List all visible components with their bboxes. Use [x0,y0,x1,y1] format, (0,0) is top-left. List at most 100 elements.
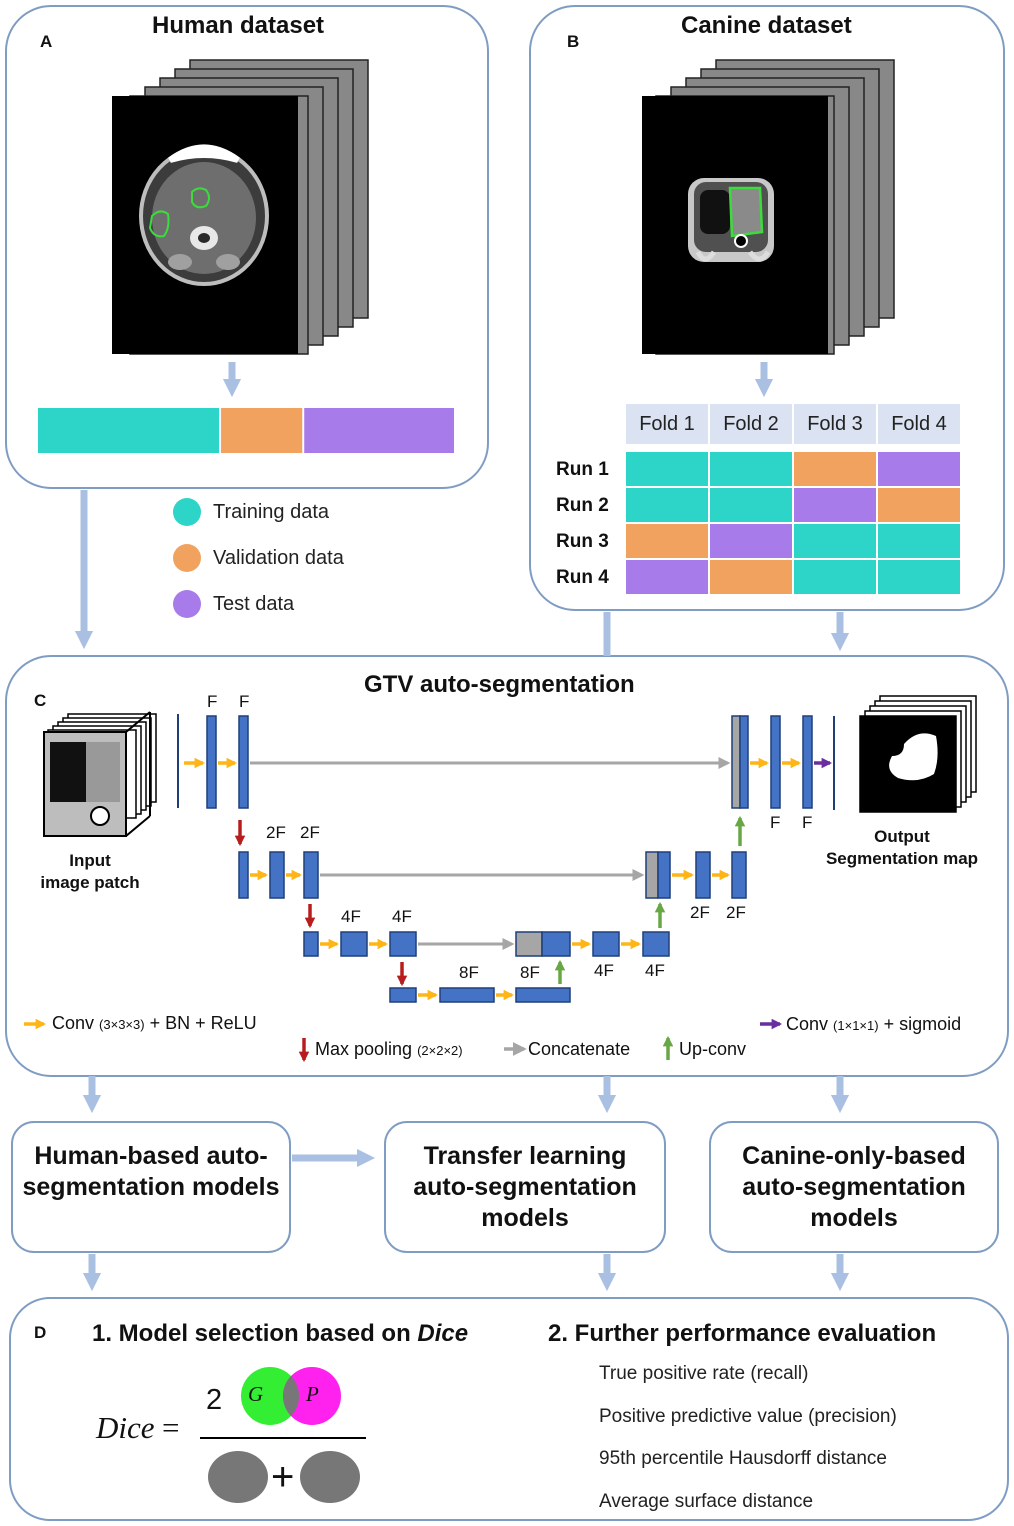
transfer-model-label: Transfer learning auto-segmentation mode… [413,1142,637,1232]
input-image-cube [43,711,157,837]
feat-label-enc1b: F [239,692,250,711]
legend-swatch-test [173,590,201,618]
enc2-block-a [238,851,249,899]
dec2-block-b [695,851,711,899]
fold-header-3: Fold 3 [807,413,863,435]
key-conv-text: Conv (3×3×3) + BN + ReLU [52,1013,257,1033]
human-ct-slice [139,144,269,286]
canine-model-box [709,1121,999,1253]
dec2-block-a-concat-part [645,851,659,899]
fold-header-2: Fold 2 [723,413,779,435]
panel-d-title-2: 2. Further performance evaluation [548,1320,937,1347]
run2-fold2-cell [710,488,792,522]
panel-c-title: GTV auto-segmentation [364,671,635,698]
panel-d-title-1: 1. Model selection based on Dice [92,1320,469,1347]
metric-precision: Positive predictive value (precision) [599,1406,897,1427]
panel-b-frame [529,5,1005,611]
feat-label-enc3a: 4F [341,907,361,926]
legend-swatch-validation [173,544,201,572]
canine-ct-slice [688,178,774,262]
run3-fold3-cell [794,524,876,558]
denominator-ellipse-right [300,1451,360,1503]
feat-label-enc2a: 2F [266,823,286,842]
dec2-block-a [657,851,671,899]
dec1-block-b [770,715,781,809]
fold-header-cell-1 [626,404,708,444]
enc2-block-b [269,851,285,899]
enc1-block-a [206,715,217,809]
run-label-1: Run 1 [556,459,609,480]
dec3-block-a [541,931,571,957]
metric-hausdorff: 95th percentile Hausdorff distance [599,1448,887,1469]
panel-a-frame [5,5,489,489]
enc2-block-c [303,851,319,899]
bottom-block-c [515,987,571,1003]
fold-header-cell-4 [878,404,960,444]
legend-label-training: Training data [213,501,329,523]
run4-fold3-cell [794,560,876,594]
human-model-box [11,1121,291,1253]
dice-plus: + [271,1455,295,1499]
dice-coefficient-two: 2 [206,1384,223,1416]
dec3-block-c [642,931,670,957]
split-segment-3 [304,408,454,453]
feat-label-dec3b: 4F [645,961,665,980]
fold-header-cell-2 [710,404,792,444]
run2-fold1-cell [626,488,708,522]
key-concat-text: Concatenate [528,1039,631,1059]
run4-fold1-cell [626,560,708,594]
enc1-block-b [238,715,249,809]
dec3-block-b [592,931,620,957]
feat-label-dec2a: 2F [690,903,710,922]
run1-fold1-cell [626,452,708,486]
fold-header-4: Fold 4 [891,413,947,435]
output-label: Output Segmentation map [825,827,979,868]
feat-label-enc1a: F [207,692,218,711]
dec3-block-a-concat-part [515,931,543,957]
transfer-model-box [384,1121,666,1253]
legend-swatch-training [173,498,201,526]
panel-b-letter: B [567,32,580,51]
p-label: P [306,1382,319,1406]
run3-fold2-cell [710,524,792,558]
dec2-block-c [731,851,747,899]
unet-diagram [177,714,835,1003]
feat-label-enc3b: 4F [392,907,412,926]
feat-label-dec3a: 4F [594,961,614,980]
input-label: Input image patch [40,851,140,892]
legend-label-validation: Validation data [213,547,344,569]
run4-fold4-cell [878,560,960,594]
fold-header-1: Fold 1 [639,413,695,435]
g-label: G [248,1382,264,1406]
dice-label: Dice [96,1410,155,1445]
canine-model-label: Canine-only-based auto-segmentation mode… [742,1142,966,1232]
feat-label-enc2b: 2F [300,823,320,842]
human-model-label: Human-based auto-segmentation models [22,1142,280,1201]
feat-label-bottom-b: 8F [520,963,540,982]
panel-c-letter: C [34,691,47,710]
run2-fold3-cell [794,488,876,522]
panel-c-frame [5,655,1009,1077]
dec1-block-c [802,715,813,809]
dice-equals: = [162,1410,180,1445]
g-circle [241,1367,299,1425]
output-segmentation-cube [859,695,977,813]
key-pool-text: Max pooling (2×2×2) [315,1039,463,1059]
run3-fold4-cell [878,524,960,558]
run4-fold2-cell [710,560,792,594]
legend-label-test: Test data [213,593,295,615]
enc3-block-b [340,931,368,957]
dec1-block-a-concat-part [731,715,741,809]
run-label-4: Run 4 [556,567,609,588]
panel-a-letter: A [40,32,53,51]
fold-grid [626,404,960,594]
panel-a-title: Human dataset [152,12,325,39]
feat-label-bottom-a: 8F [459,963,479,982]
feat-label-dec2b: 2F [726,903,746,922]
split-segment-1 [38,408,220,453]
feat-label-dec1a: F [770,813,781,832]
denominator-ellipse-left [208,1451,268,1503]
p-circle [283,1367,341,1425]
fold-header-cell-3 [794,404,876,444]
